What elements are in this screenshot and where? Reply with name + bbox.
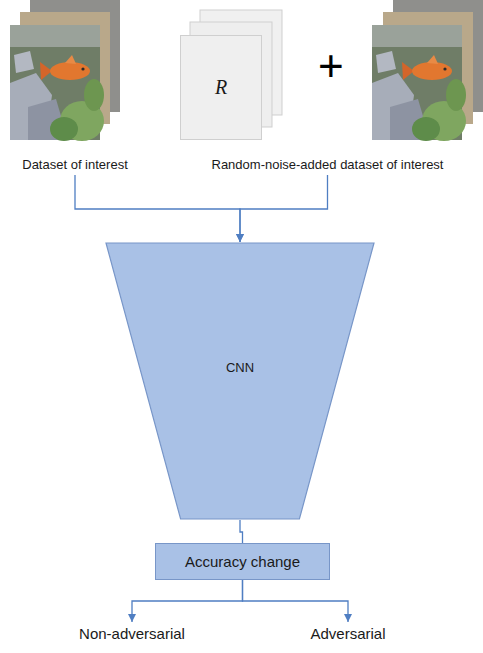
cnn-trapezoid: CNN (105, 242, 375, 520)
node-text: CNN (226, 360, 254, 375)
operator-wrap: + (318, 44, 344, 88)
fish-image (10, 25, 104, 141)
connector (75, 175, 240, 242)
trapezoid-shape (106, 243, 374, 519)
node-text: Non-adversarial (79, 625, 185, 642)
dataset-stack: Dataset of interest (0, 0, 150, 172)
connector (240, 175, 328, 242)
output-label: Non-adversarial (77, 625, 187, 642)
process-box: Accuracy change (155, 543, 330, 580)
connector (240, 520, 243, 543)
node-text: Accuracy change (185, 553, 300, 570)
fish-image (372, 25, 466, 141)
output-label: Adversarial (308, 625, 388, 642)
node-text: Random-noise-added dataset of interest (212, 157, 444, 172)
trapezoid-outline (105, 242, 375, 520)
plus-sign: + (318, 44, 344, 88)
node-text: R (215, 76, 227, 99)
node-text: Dataset of interest (22, 157, 128, 172)
connector (243, 580, 349, 622)
node-text: Adversarial (310, 625, 385, 642)
connector (132, 580, 243, 622)
noise-sheet-box: R (180, 35, 262, 140)
